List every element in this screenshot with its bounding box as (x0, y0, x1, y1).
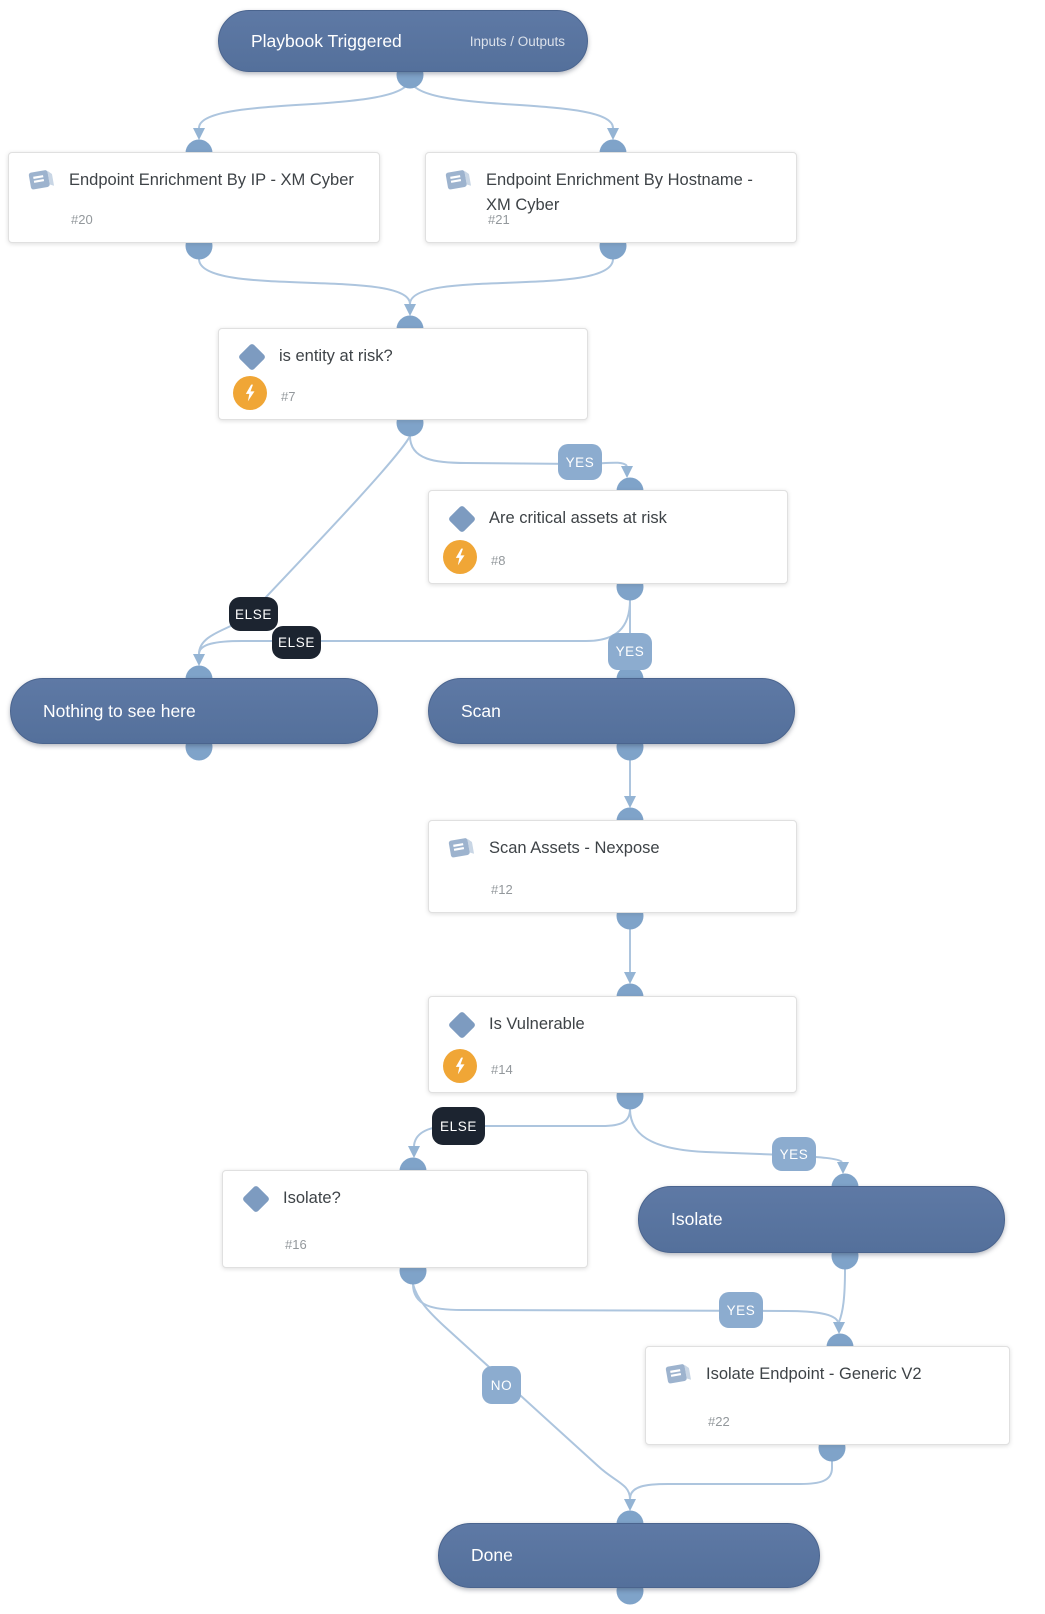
book-icon (28, 170, 55, 190)
node-task-12[interactable]: Scan Assets - Nexpose #12 (428, 820, 797, 913)
condition-diamond-icon (447, 504, 477, 534)
node-title: Is Vulnerable (489, 1015, 585, 1033)
node-condition-16[interactable]: Isolate? #16 (222, 1170, 588, 1268)
node-title: Scan Assets - Nexpose (489, 839, 660, 857)
node-section-scan[interactable]: Scan (428, 678, 795, 744)
edge-label-yes-16: YES (719, 1292, 763, 1328)
edge-label-else-7: ELSE (229, 597, 278, 631)
condition-diamond-icon (237, 342, 267, 372)
edge-label-else-14: ELSE (432, 1107, 485, 1145)
node-task-20[interactable]: Endpoint Enrichment By IP - XM Cyber #20 (8, 152, 380, 243)
node-section-isolate[interactable]: Isolate (638, 1186, 1005, 1253)
book-icon (665, 1364, 692, 1384)
edge-label-yes-7: YES (558, 444, 602, 480)
node-title: Are critical assets at risk (489, 509, 667, 527)
automation-lightning-icon (233, 376, 267, 410)
node-id: #16 (285, 1237, 307, 1252)
edge-label-yes-14: YES (772, 1137, 816, 1171)
node-id: #14 (491, 1062, 513, 1077)
node-condition-14[interactable]: Is Vulnerable #14 (428, 996, 797, 1093)
node-title: Isolate? (283, 1189, 341, 1207)
book-icon (445, 170, 472, 190)
node-title: Isolate (671, 1209, 723, 1229)
node-title: Done (471, 1545, 513, 1565)
book-icon (448, 838, 475, 858)
edge-label-no-16: NO (482, 1366, 521, 1404)
node-title: Playbook Triggered (251, 30, 402, 51)
node-id: #21 (488, 212, 510, 227)
node-id: #12 (491, 882, 513, 897)
automation-lightning-icon (443, 540, 477, 574)
automation-lightning-icon (443, 1049, 477, 1083)
condition-diamond-icon (447, 1010, 477, 1040)
node-condition-8[interactable]: Are critical assets at risk #8 (428, 490, 788, 584)
condition-diamond-icon (241, 1184, 271, 1214)
inputs-outputs-link[interactable]: Inputs / Outputs (469, 33, 565, 49)
node-task-22[interactable]: Isolate Endpoint - Generic V2 #22 (645, 1346, 1010, 1445)
node-title: Isolate Endpoint - Generic V2 (706, 1365, 922, 1383)
node-section-nothing-to-see-here[interactable]: Nothing to see here (10, 678, 378, 744)
node-title: Scan (461, 700, 501, 721)
node-condition-7[interactable]: is entity at risk? #7 (218, 328, 588, 420)
node-title: Endpoint Enrichment By Hostname - XM Cyb… (486, 171, 753, 214)
node-playbook-triggered[interactable]: Playbook Triggered Inputs / Outputs (218, 10, 588, 72)
node-title: is entity at risk? (279, 347, 393, 365)
edge-label-else-8: ELSE (272, 626, 321, 659)
node-id: #22 (708, 1414, 730, 1429)
node-task-21[interactable]: Endpoint Enrichment By Hostname - XM Cyb… (425, 152, 797, 243)
node-title: Nothing to see here (43, 700, 196, 721)
edge-label-yes-8: YES (608, 633, 652, 670)
node-id: #7 (281, 389, 296, 404)
node-title: Endpoint Enrichment By IP - XM Cyber (69, 171, 354, 189)
node-terminal-done[interactable]: Done (438, 1523, 820, 1588)
node-id: #8 (491, 553, 506, 568)
node-id: #20 (71, 212, 93, 227)
